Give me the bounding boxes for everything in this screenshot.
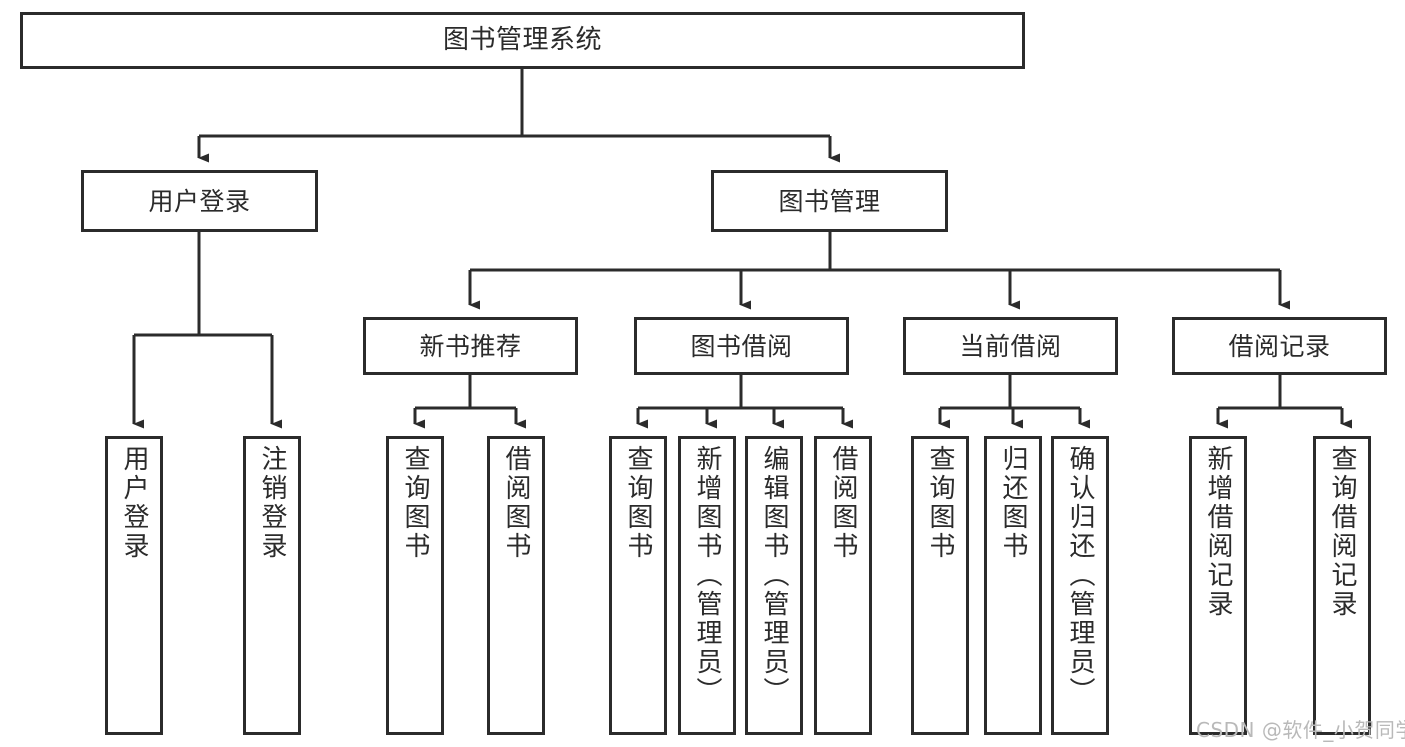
leaf-node[interactable]: 借阅图书 — [487, 436, 545, 735]
leaf-node[interactable]: 编辑图书（管理员） — [745, 436, 803, 735]
node-root[interactable]: 图书管理系统 — [20, 12, 1025, 69]
leaf-node[interactable]: 新增借阅记录 — [1189, 436, 1247, 735]
leaf-node-label: 确认归还（管理员） — [1065, 445, 1095, 706]
node-new-book-recommend[interactable]: 新书推荐 — [363, 317, 578, 375]
node-borrow-record[interactable]: 借阅记录 — [1172, 317, 1387, 375]
node-new-book-recommend-label: 新书推荐 — [419, 331, 522, 361]
leaf-node[interactable]: 注销登录 — [243, 436, 301, 735]
leaf-node[interactable]: 确认归还（管理员） — [1051, 436, 1109, 735]
leaf-node[interactable]: 用户登录 — [105, 436, 163, 735]
node-current-borrow[interactable]: 当前借阅 — [903, 317, 1118, 375]
node-root-label: 图书管理系统 — [442, 25, 602, 56]
leaf-node-label: 查询图书 — [925, 445, 955, 561]
csdn-watermark: CSDN @软件_小贺同学 — [1196, 718, 1405, 742]
leaf-node[interactable]: 查询图书 — [911, 436, 969, 735]
leaf-node-label: 新增图书（管理员） — [692, 445, 722, 706]
leaf-node[interactable]: 借阅图书 — [814, 436, 872, 735]
leaf-node[interactable]: 查询图书 — [386, 436, 444, 735]
node-user-login[interactable]: 用户登录 — [81, 170, 318, 232]
node-borrow-record-label: 借阅记录 — [1228, 331, 1331, 361]
leaf-node-label: 查询借阅记录 — [1327, 445, 1357, 619]
leaf-node[interactable]: 查询借阅记录 — [1313, 436, 1371, 735]
leaf-node-label: 编辑图书（管理员） — [759, 445, 789, 706]
leaf-node-label: 借阅图书 — [828, 445, 858, 561]
leaf-node-label: 注销登录 — [257, 445, 287, 561]
node-book-management[interactable]: 图书管理 — [711, 170, 948, 232]
leaf-node[interactable]: 新增图书（管理员） — [678, 436, 736, 735]
node-book-borrow-label: 图书借阅 — [690, 331, 793, 361]
leaf-node-label: 用户登录 — [119, 445, 149, 561]
leaf-node[interactable]: 查询图书 — [609, 436, 667, 735]
node-user-login-label: 用户登录 — [148, 186, 251, 216]
leaf-node-label: 查询图书 — [623, 445, 653, 561]
node-current-borrow-label: 当前借阅 — [959, 331, 1062, 361]
leaf-node[interactable]: 归还图书 — [984, 436, 1042, 735]
leaf-node-label: 归还图书 — [998, 445, 1028, 561]
node-book-management-label: 图书管理 — [778, 186, 881, 216]
leaf-node-label: 查询图书 — [400, 445, 430, 561]
leaf-node-label: 新增借阅记录 — [1203, 445, 1233, 619]
leaf-node-label: 借阅图书 — [501, 445, 531, 561]
node-book-borrow[interactable]: 图书借阅 — [634, 317, 849, 375]
